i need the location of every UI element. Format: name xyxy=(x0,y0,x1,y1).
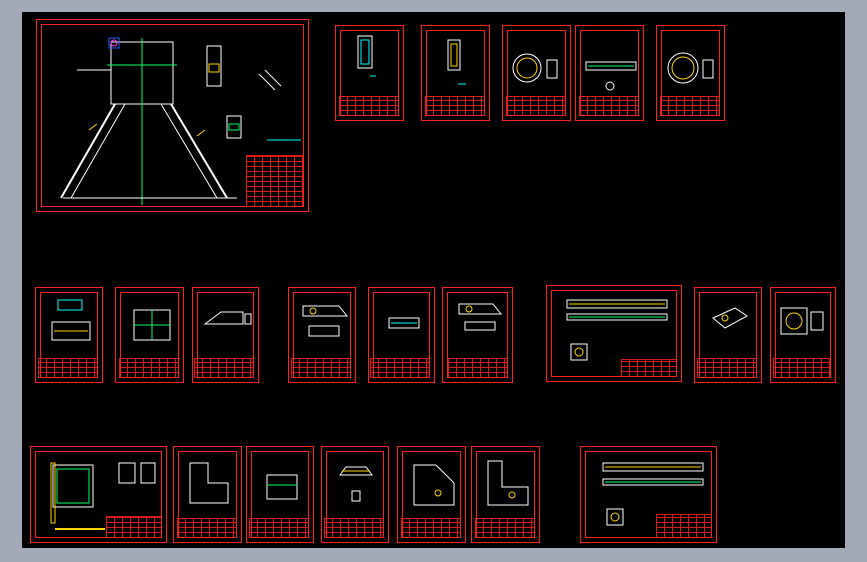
title-block xyxy=(339,96,399,116)
part-drawing xyxy=(585,61,637,91)
title-block xyxy=(177,518,237,538)
title-block xyxy=(656,514,712,538)
drawing-sheet-part[interactable] xyxy=(694,287,762,383)
title-block xyxy=(249,518,309,538)
drawing-sheet-part[interactable] xyxy=(115,287,184,383)
title-block xyxy=(106,516,162,538)
part-drawing xyxy=(712,307,748,329)
drawing-sheet-part[interactable] xyxy=(442,287,513,383)
drawing-sheet-part[interactable] xyxy=(368,287,435,383)
drawing-sheet-assembly[interactable] xyxy=(36,19,309,212)
part-drawing xyxy=(780,307,824,335)
drawing-sheet-part[interactable] xyxy=(246,446,314,543)
title-block xyxy=(448,358,508,378)
sheet-inner-border xyxy=(41,24,304,207)
drawing-sheet-shaft[interactable] xyxy=(546,285,682,382)
title-block xyxy=(773,358,831,378)
title-block xyxy=(194,358,254,378)
part-drawing xyxy=(458,303,503,331)
title-block xyxy=(660,96,720,116)
drawing-sheet-part[interactable] xyxy=(35,287,103,383)
title-block xyxy=(475,518,535,538)
part-drawing xyxy=(487,460,529,506)
title-block xyxy=(291,358,351,378)
title-block xyxy=(621,359,677,377)
drawing-sheet-part[interactable] xyxy=(397,446,466,543)
part-drawing xyxy=(388,317,420,329)
part-drawing xyxy=(413,464,455,506)
title-block xyxy=(401,518,461,538)
drawing-sheet-part[interactable] xyxy=(335,25,404,121)
drawing-sheet-part[interactable] xyxy=(575,25,644,121)
part-drawing xyxy=(302,305,349,337)
title-block xyxy=(506,96,566,116)
drawing-sheet-part[interactable] xyxy=(656,25,725,121)
drawing-sheet-part[interactable] xyxy=(471,446,540,543)
part-drawing xyxy=(266,474,298,500)
part-drawing xyxy=(189,462,229,504)
drawing-sheet-part[interactable] xyxy=(192,287,259,383)
drawing-sheet-part[interactable] xyxy=(288,287,356,383)
shaft-drawing xyxy=(602,462,704,526)
title-block xyxy=(324,518,384,538)
part-drawing xyxy=(512,53,558,83)
title-block xyxy=(697,358,757,378)
assembly-drawing xyxy=(60,37,301,205)
sheet-inner-border xyxy=(35,451,162,538)
part-drawing xyxy=(203,311,252,325)
drawing-sheet-part[interactable] xyxy=(173,446,242,543)
part-drawing xyxy=(339,466,373,502)
title-block xyxy=(38,358,98,378)
drawing-sheet-part[interactable] xyxy=(421,25,490,121)
sheet-inner-border xyxy=(585,451,712,538)
part-drawing xyxy=(667,52,714,84)
drawing-sheet-part[interactable] xyxy=(321,446,389,543)
drawing-sheet-part[interactable] xyxy=(502,25,571,121)
cad-model-space-viewport[interactable] xyxy=(22,12,845,548)
title-block xyxy=(579,96,639,116)
part-drawing xyxy=(357,35,376,77)
title-block xyxy=(370,358,430,378)
part-drawing xyxy=(51,299,91,341)
title-block xyxy=(425,96,485,116)
assembly-drawing xyxy=(50,462,156,530)
shaft-drawing xyxy=(566,299,668,361)
title-block xyxy=(246,155,304,207)
drawing-sheet-assembly-2[interactable] xyxy=(30,446,167,543)
part-drawing xyxy=(133,309,171,341)
part-drawing xyxy=(447,39,466,85)
drawing-sheet-part[interactable] xyxy=(770,287,836,383)
sheet-inner-border xyxy=(551,290,677,377)
drawing-sheet-shaft-2[interactable] xyxy=(580,446,717,543)
title-block xyxy=(119,358,179,378)
